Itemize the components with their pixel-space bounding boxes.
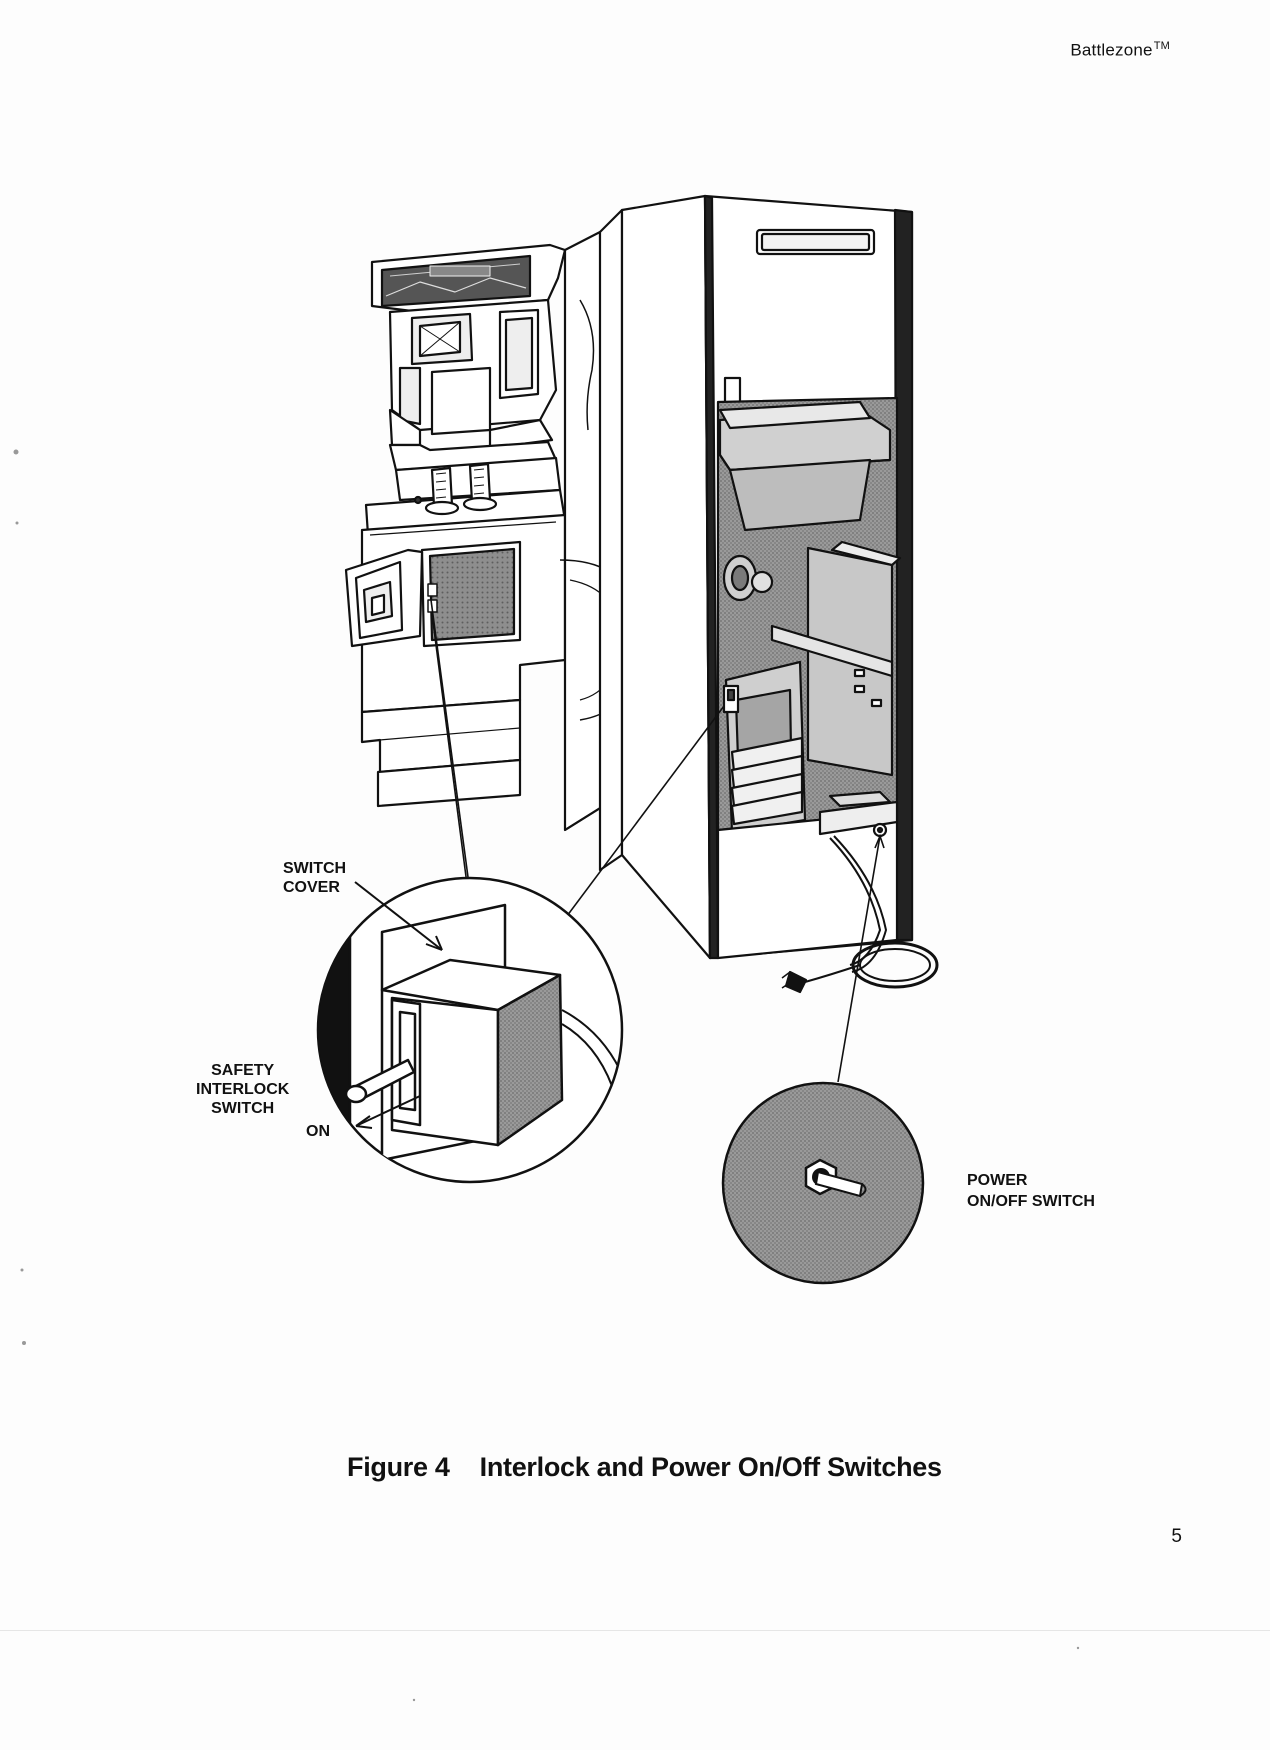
switch-cover-label: SWITCH COVER [283, 859, 346, 897]
page-number: 5 [1171, 1526, 1182, 1547]
safety-interlock-label-line: SAFETY [211, 1062, 275, 1079]
trademark-mark: TM [1153, 40, 1170, 52]
rear-cabinet [598, 194, 939, 994]
scan-specks [13, 449, 1080, 1702]
safety-interlock-label: SAFETY INTERLOCK SWITCH [196, 1061, 289, 1118]
power-switch-label-line: POWER [967, 1172, 1028, 1189]
front-cabinet [344, 230, 641, 832]
scan-edge-line [0, 1630, 1270, 1631]
leader-lines [430, 599, 885, 1083]
safety-interlock-label-line: INTERLOCK [196, 1081, 290, 1098]
power-switch-label: POWER ON/OFF SWITCH [967, 1170, 1095, 1212]
header-title-text: Battlezone [1070, 40, 1153, 60]
figure-title: Interlock and Power On/Off Switches [479, 1452, 942, 1482]
power-switch-label-line: ON/OFF SWITCH [967, 1193, 1095, 1210]
figure-caption: Figure 4 Interlock and Power On/Off Switc… [347, 1452, 942, 1483]
switch-cover-label-line: SWITCH [283, 860, 347, 877]
figure-number: Figure 4 [347, 1452, 450, 1482]
on-label: ON [306, 1123, 330, 1140]
interlock-detail-circle [316, 876, 624, 1184]
safety-interlock-label-line: SWITCH [211, 1100, 275, 1117]
running-header: BattlezoneTM [1070, 40, 1170, 61]
power-switch-detail-circle [721, 1081, 925, 1285]
switch-cover-label-line: COVER [283, 879, 340, 896]
